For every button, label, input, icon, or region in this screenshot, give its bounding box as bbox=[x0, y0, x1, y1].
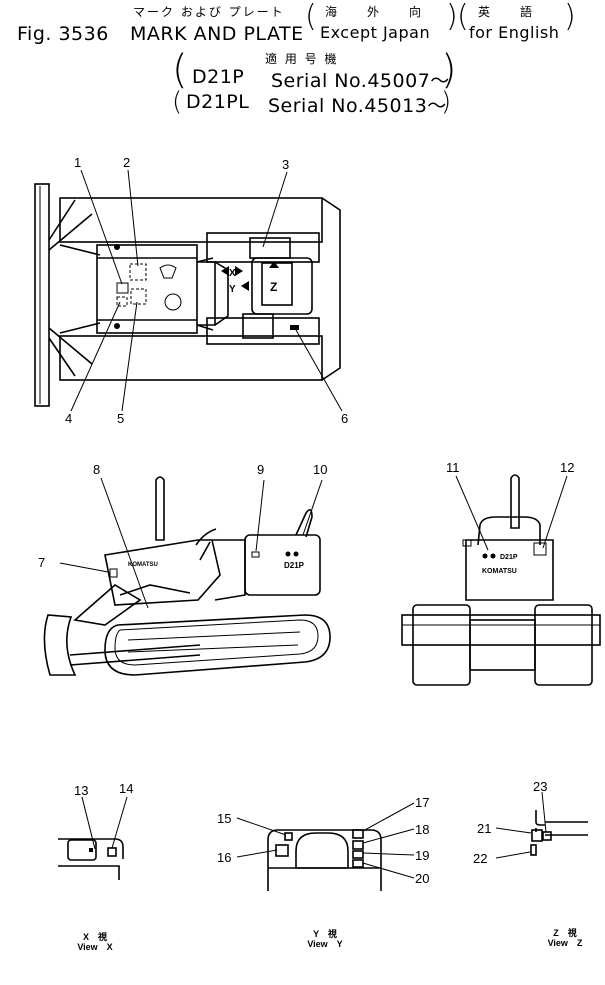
leader-14 bbox=[111, 796, 128, 849]
leader-19 bbox=[362, 852, 415, 856]
leader-6 bbox=[295, 329, 343, 412]
callout-7: 7 bbox=[38, 555, 46, 570]
callout-3: 3 bbox=[282, 157, 290, 172]
leader-8 bbox=[100, 477, 149, 609]
view-y-label: Y 視 View Y bbox=[300, 929, 350, 949]
callout-22: 22 bbox=[473, 851, 488, 866]
leader-12 bbox=[542, 475, 568, 549]
side-view-dozer: D21P KOMATSU bbox=[43, 476, 331, 676]
model-2: D21PL bbox=[186, 91, 250, 113]
callout-4: 4 bbox=[65, 411, 73, 426]
callout-23: 23 bbox=[533, 779, 548, 794]
callout-21: 21 bbox=[477, 821, 492, 836]
leader-23 bbox=[541, 791, 547, 833]
paren-open-serial: ( bbox=[172, 47, 188, 93]
callout-16: 16 bbox=[217, 850, 232, 865]
jp-lang: 英 語 bbox=[478, 5, 535, 19]
leader-22 bbox=[495, 851, 531, 859]
leader-4 bbox=[70, 301, 121, 412]
leader-15 bbox=[236, 817, 287, 836]
callout-20: 20 bbox=[415, 871, 430, 886]
leader-21 bbox=[495, 827, 532, 834]
view-z-detail bbox=[495, 791, 588, 859]
view-z-en: View Z bbox=[547, 938, 583, 948]
callout-13: 13 bbox=[74, 783, 89, 798]
serial-1: Serial No.45007～ bbox=[271, 70, 450, 92]
top-view-dozer: X Y Z bbox=[34, 169, 343, 412]
callout-19: 19 bbox=[415, 848, 430, 863]
page-title: MARK AND PLATE bbox=[130, 23, 304, 45]
callout-9: 9 bbox=[257, 462, 265, 477]
rear-brand-decal: KOMATSU bbox=[482, 568, 517, 575]
leader-11 bbox=[455, 475, 489, 551]
figure-number: Fig. 3536 bbox=[17, 23, 109, 45]
callout-6: 6 bbox=[341, 411, 349, 426]
language-label: for English bbox=[469, 23, 560, 42]
leader-2 bbox=[127, 169, 139, 267]
leader-16 bbox=[236, 849, 278, 858]
paren-close-serial: ) bbox=[441, 47, 457, 93]
jp-applicable: 適 用 号 機 bbox=[265, 52, 339, 66]
callout-1: 1 bbox=[74, 155, 82, 170]
leader-13 bbox=[81, 796, 96, 850]
paren-open-lang: ( bbox=[457, 0, 469, 34]
jp-region: 海 外 向 bbox=[325, 5, 424, 19]
view-x-label: X 視 View X bbox=[70, 932, 120, 952]
paren-open-serial-2: ( bbox=[172, 87, 183, 117]
callout-10: 10 bbox=[313, 462, 328, 477]
leader-10 bbox=[302, 479, 323, 536]
callout-5: 5 bbox=[117, 411, 125, 426]
paren-open-region: ( bbox=[305, 0, 317, 34]
callout-14: 14 bbox=[119, 781, 134, 796]
callout-8: 8 bbox=[93, 462, 101, 477]
model-1: D21P bbox=[192, 66, 245, 88]
callout-17: 17 bbox=[415, 795, 430, 810]
jp-title: マーク および プレート bbox=[133, 5, 285, 19]
leader-5 bbox=[121, 301, 138, 412]
callout-18: 18 bbox=[415, 822, 430, 837]
leader-20 bbox=[362, 862, 415, 879]
callout-12: 12 bbox=[560, 460, 575, 475]
paren-close-serial-2: ) bbox=[441, 87, 452, 117]
top-arrow-x: X bbox=[229, 268, 236, 279]
view-x-en: View X bbox=[77, 942, 113, 952]
region-label: Except Japan bbox=[320, 23, 431, 42]
leader-7 bbox=[59, 562, 109, 573]
leader-18 bbox=[362, 828, 415, 844]
leader-1 bbox=[80, 169, 123, 285]
callout-2: 2 bbox=[123, 155, 131, 170]
view-y-jp: Y 視 bbox=[313, 929, 337, 939]
serial-2: Serial No.45013～ bbox=[268, 95, 447, 117]
leader-9 bbox=[255, 479, 265, 552]
view-z-label: Z 視 View Z bbox=[540, 928, 590, 948]
top-arrow-z: Z bbox=[270, 280, 277, 294]
top-arrow-y: Y bbox=[229, 284, 236, 295]
view-x-detail bbox=[58, 796, 128, 880]
view-y-en: View Y bbox=[307, 939, 343, 949]
view-y-detail bbox=[236, 802, 415, 891]
side-brand-decal: KOMATSU bbox=[128, 562, 158, 568]
leader-17 bbox=[362, 802, 415, 832]
view-z-jp: Z 視 bbox=[553, 928, 577, 938]
callout-15: 15 bbox=[217, 811, 232, 826]
paren-close-region: ) bbox=[446, 0, 458, 34]
leader-3 bbox=[262, 171, 288, 248]
rear-model-decal: D21P bbox=[500, 554, 518, 561]
side-model-decal: D21P bbox=[284, 561, 305, 570]
callout-11: 11 bbox=[446, 460, 460, 475]
paren-close-lang: ) bbox=[564, 0, 576, 34]
rear-view-dozer: D21P KOMATSU bbox=[401, 474, 601, 686]
view-x-jp: X 視 bbox=[82, 932, 107, 942]
